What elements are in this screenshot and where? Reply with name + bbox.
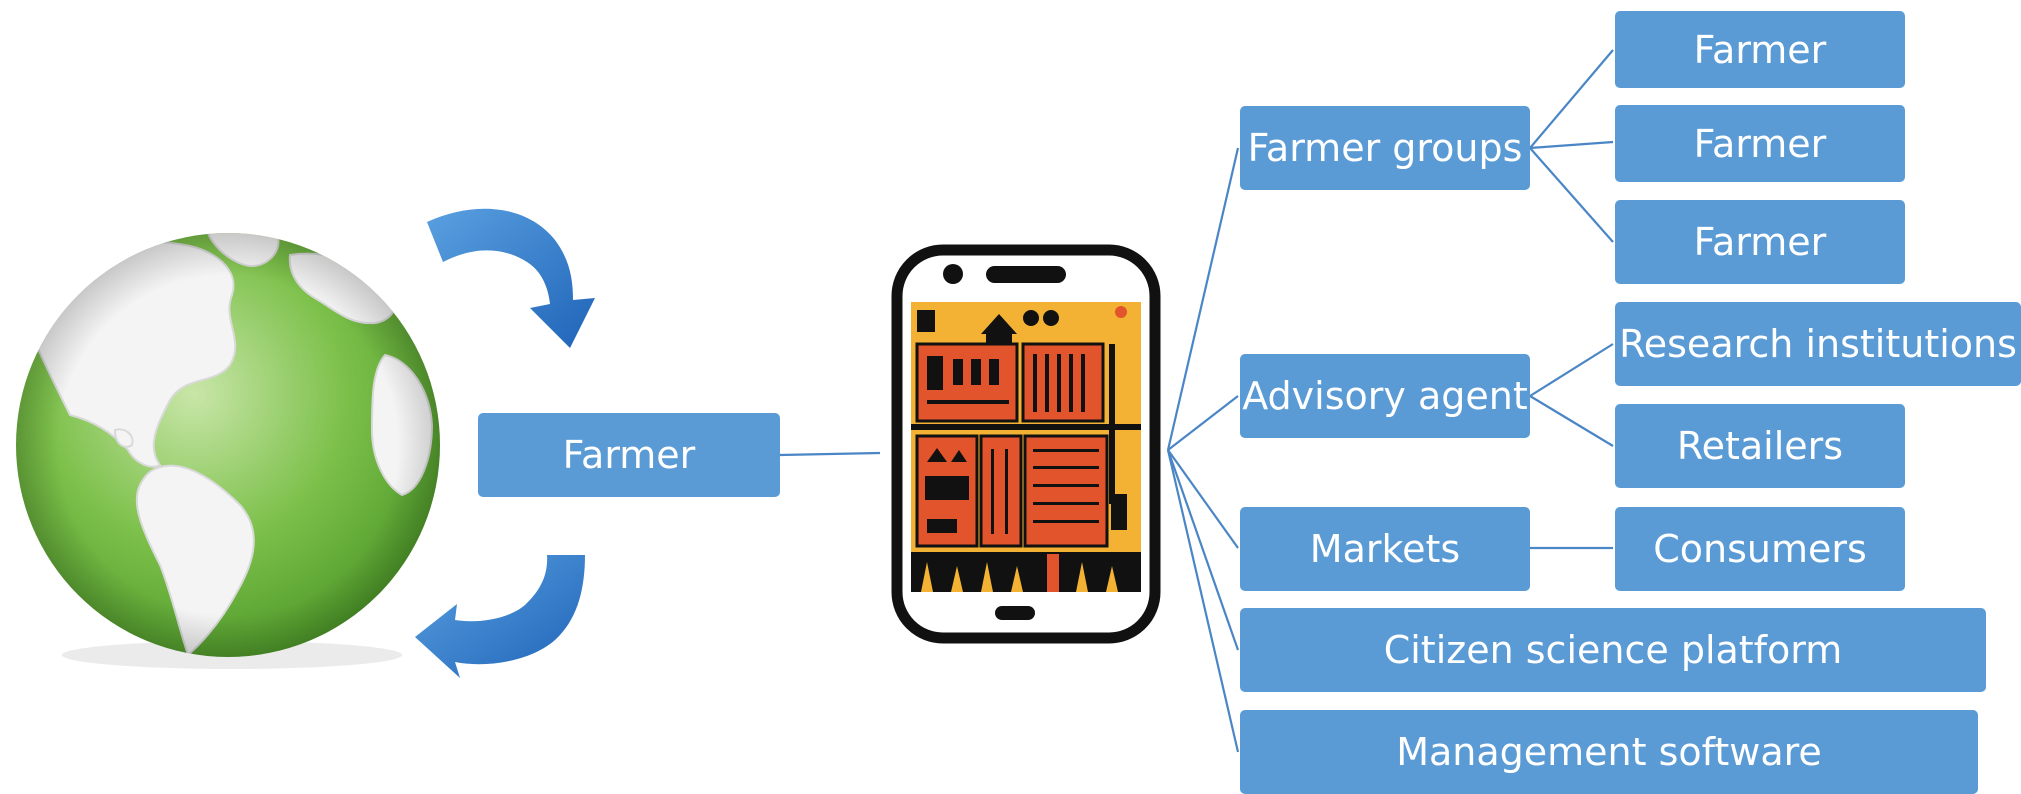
connector-advisory-research — [1529, 343, 1614, 397]
farmer-1-label: Farmer — [1693, 27, 1827, 72]
connector-groups-farmer-3 — [1529, 147, 1614, 243]
farmer-2-label: Farmer — [1693, 121, 1827, 166]
arrow-lower — [415, 555, 585, 678]
farmer-node-1: Farmer — [1615, 11, 1905, 88]
farmer-node-3: Farmer — [1615, 200, 1905, 284]
management-software-label: Management software — [1396, 730, 1822, 774]
cycle-arrow-icon — [415, 208, 595, 678]
retailers-label: Retailers — [1676, 424, 1844, 468]
farmer-node-2: Farmer — [1615, 105, 1905, 182]
globe-icon — [16, 233, 440, 669]
connector-phone-advisory-agent — [1167, 395, 1239, 451]
farmer-groups-label: Farmer groups — [1247, 126, 1523, 170]
retailers-node: Retailers — [1615, 404, 1905, 488]
connector-groups-farmer-2 — [1529, 140, 1614, 150]
consumers-label: Consumers — [1653, 527, 1867, 571]
research-institutions-node: Research institutions — [1615, 302, 2021, 386]
smartphone-farm-icon — [891, 244, 1161, 644]
farmer-groups-node: Farmer groups — [1240, 106, 1530, 190]
arrow-upper — [427, 208, 595, 348]
connector-groups-farmer-1 — [1529, 49, 1614, 149]
advisory-agent-label: Advisory agent — [1242, 374, 1528, 418]
research-institutions-label: Research institutions — [1619, 322, 2017, 366]
citizen-science-platform-node: Citizen science platform — [1240, 608, 1986, 692]
connector-advisory-retailers — [1529, 395, 1614, 447]
citizen-science-platform-label: Citizen science platform — [1383, 628, 1843, 672]
connector-farmer-phone — [779, 451, 881, 457]
connector-phone-management-software — [1166, 449, 1240, 753]
markets-node: Markets — [1240, 507, 1530, 591]
connector-phone-citizen-science — [1166, 449, 1240, 651]
consumers-node: Consumers — [1615, 507, 1905, 591]
farmer-node: Farmer — [478, 413, 780, 497]
management-software-node: Management software — [1240, 710, 1978, 794]
farmer-3-label: Farmer — [1693, 220, 1827, 264]
advisory-agent-node: Advisory agent — [1240, 354, 1530, 438]
farmer-node-label: Farmer — [562, 433, 696, 477]
connector-phone-farmer-groups — [1166, 147, 1240, 451]
connector-phone-markets — [1167, 449, 1239, 549]
markets-label: Markets — [1309, 527, 1461, 571]
